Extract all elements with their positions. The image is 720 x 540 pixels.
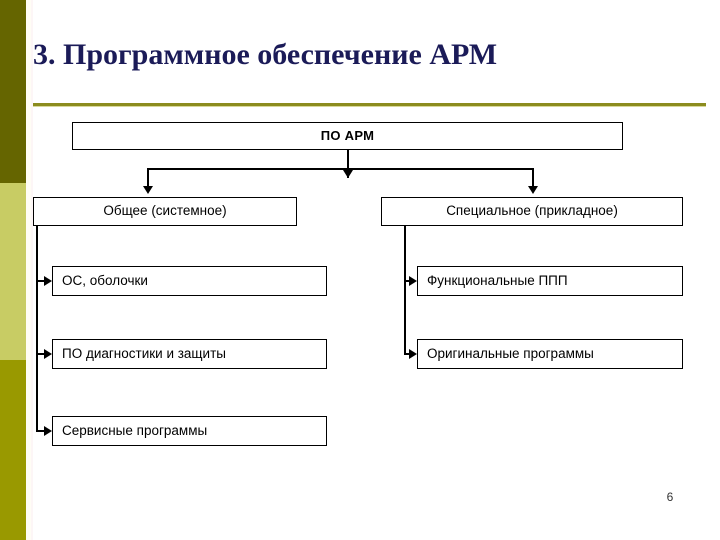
connector-left-spur-3 [36,430,50,432]
arrow-right-left-3 [44,426,52,436]
arrow-right-right-2 [409,349,417,359]
slide-title: 3. Программное обеспечение АРМ [33,38,498,71]
arrow-right-right-1 [409,276,417,286]
connector-right-riser [404,226,406,355]
diagram-box-os-shells[interactable]: ОС, оболочки [52,266,327,296]
arrow-right-left-2 [44,349,52,359]
diagram-box-functional-ppp[interactable]: Функциональные ППП [417,266,683,296]
connector-branch-left-drop [147,168,149,189]
sidebar-segment-middle [0,183,26,360]
connector-left-riser [36,226,38,432]
connector-left-spur-2 [36,353,50,355]
sidebar-decoration [0,0,26,540]
diagram-box-general-software[interactable]: Общее (системное) [33,197,297,226]
sidebar-segment-bottom [0,360,26,540]
diagram-box-diagnostics-protection[interactable]: ПО диагностики и защиты [52,339,327,369]
arrow-right-left-1 [44,276,52,286]
page-number: 6 [666,490,674,504]
title-divider-rule [33,103,706,106]
arrow-down-root [343,170,353,178]
sidebar-stripe-faint [31,0,33,540]
connector-branch-bus [147,168,534,170]
diagram-box-special-software[interactable]: Специальное (прикладное) [381,197,683,226]
arrow-down-branch-left [143,186,153,194]
connector-left-spur-1 [36,280,50,282]
arrow-down-branch-right [528,186,538,194]
diagram-box-original-programs[interactable]: Оригинальные программы [417,339,683,369]
sidebar-stripe-light [26,0,31,540]
diagram-box-service-programs[interactable]: Сервисные программы [52,416,327,446]
connector-branch-right-drop [532,168,534,189]
title-divider-shadow [33,106,706,107]
diagram-box-root[interactable]: ПО АРМ [72,122,623,150]
sidebar-segment-top [0,0,26,183]
connector-root-stem [347,150,349,178]
